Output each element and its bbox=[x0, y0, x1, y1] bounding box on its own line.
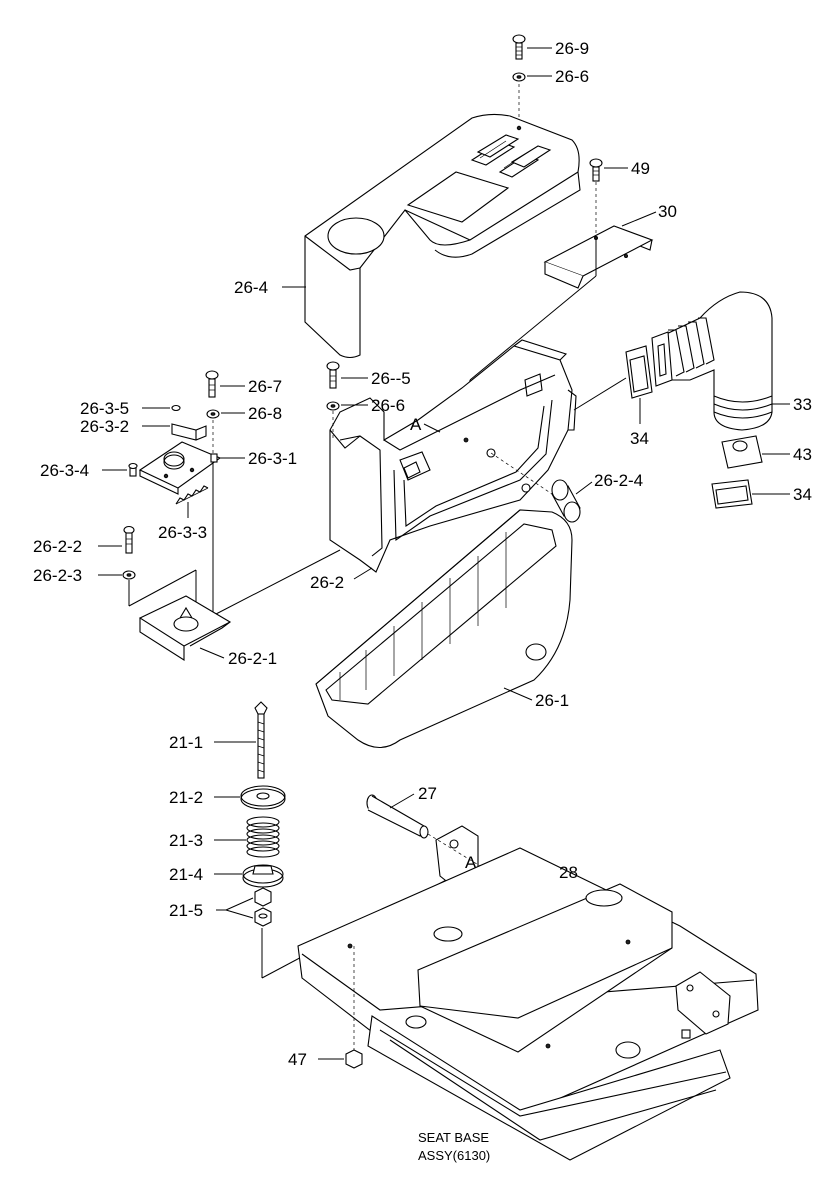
label-26-3-4: 26-3-4 bbox=[40, 461, 89, 480]
washer-21-2 bbox=[240, 785, 286, 810]
nut-21-5-b bbox=[254, 907, 272, 927]
screw-26-9 bbox=[512, 34, 526, 60]
label-27: 27 bbox=[418, 784, 437, 803]
leader-27 bbox=[389, 793, 415, 809]
leader-30 bbox=[621, 211, 657, 227]
pin-27 bbox=[366, 794, 429, 839]
screw-26-7 bbox=[205, 370, 219, 398]
label-26-2-2: 26-2-2 bbox=[33, 537, 82, 556]
label-21-5: 21-5 bbox=[169, 901, 203, 920]
screw-26-5 bbox=[326, 361, 340, 389]
label-26-3-3: 26-3-3 bbox=[158, 523, 207, 542]
label-26-4: 26-4 bbox=[234, 278, 268, 297]
label-26-3-5: 26-3-5 bbox=[80, 399, 129, 418]
label-26-2: 26-2 bbox=[310, 573, 344, 592]
spring-26-3-3 bbox=[175, 485, 209, 505]
armrest-base-26-1 bbox=[315, 509, 573, 749]
label-34-lower: 34 bbox=[793, 485, 812, 504]
label-43: 43 bbox=[793, 445, 812, 464]
spring-21-3 bbox=[246, 816, 280, 858]
label-26-9: 26-9 bbox=[555, 39, 589, 58]
washer-26-6-mid bbox=[326, 401, 340, 411]
screw-26-3-4 bbox=[128, 462, 138, 477]
label-28: 28 bbox=[559, 863, 578, 882]
ref-letter-a-upper: A bbox=[410, 415, 422, 434]
bolt-21-1 bbox=[254, 701, 268, 779]
washer-26-2-3 bbox=[122, 570, 136, 580]
label-47: 47 bbox=[288, 1050, 307, 1069]
ref-letter-a-lower: A bbox=[465, 853, 477, 872]
nut-21-5-a bbox=[254, 887, 272, 907]
label-21-3: 21-3 bbox=[169, 831, 203, 850]
label-26-6-mid: 26-6 bbox=[371, 396, 405, 415]
bracket-26-2-1 bbox=[138, 595, 232, 662]
label-26-3-2: 26-3-2 bbox=[80, 417, 129, 436]
plate-26-3-1 bbox=[138, 441, 222, 495]
leader-26-2 bbox=[353, 567, 373, 580]
leader-26-2-4 bbox=[575, 481, 593, 495]
caption-line-1: SEAT BASE bbox=[418, 1130, 489, 1145]
bushing-26-2-4 bbox=[551, 479, 581, 523]
seat-21-4 bbox=[242, 864, 284, 888]
label-33: 33 bbox=[793, 395, 812, 414]
label-21-2: 21-2 bbox=[169, 788, 203, 807]
label-26-1: 26-1 bbox=[535, 691, 569, 710]
screw-26-2-2 bbox=[123, 525, 135, 554]
screw-49 bbox=[589, 158, 603, 182]
washer-26-6-top bbox=[512, 72, 526, 82]
adapter-34-lower bbox=[711, 479, 753, 509]
adapter-34-upper bbox=[625, 345, 653, 399]
label-26-2-4: 26-2-4 bbox=[594, 471, 643, 490]
leader-26-1 bbox=[503, 687, 533, 701]
label-26-3-1: 26-3-1 bbox=[248, 449, 297, 468]
label-26-8: 26-8 bbox=[248, 404, 282, 423]
label-26-6-top: 26-6 bbox=[555, 67, 589, 86]
label-21-1: 21-1 bbox=[169, 733, 203, 752]
label-26-2-3: 26-2-3 bbox=[33, 566, 82, 585]
nut-47 bbox=[345, 1049, 363, 1069]
bracket-26-3-2 bbox=[171, 423, 207, 441]
label-26-5: 26--5 bbox=[371, 369, 411, 388]
air-duct-33 bbox=[651, 291, 773, 431]
washer-26-8 bbox=[206, 409, 220, 419]
label-21-4: 21-4 bbox=[169, 865, 203, 884]
caption-line-2: ASSY(6130) bbox=[418, 1148, 490, 1163]
bracket-30 bbox=[543, 225, 654, 289]
label-30: 30 bbox=[658, 202, 677, 221]
adapter-43 bbox=[721, 435, 763, 469]
label-49: 49 bbox=[631, 159, 650, 178]
seat-base-assembly bbox=[297, 847, 759, 1161]
armrest-top-cover-26-4 bbox=[304, 113, 581, 359]
clip-26-3-5 bbox=[171, 404, 181, 412]
armrest-frame-26-2 bbox=[329, 339, 577, 573]
label-26-7: 26-7 bbox=[248, 377, 282, 396]
label-26-2-1: 26-2-1 bbox=[228, 649, 277, 668]
leader-26-2-1 bbox=[199, 647, 225, 659]
label-34-upper: 34 bbox=[630, 429, 649, 448]
